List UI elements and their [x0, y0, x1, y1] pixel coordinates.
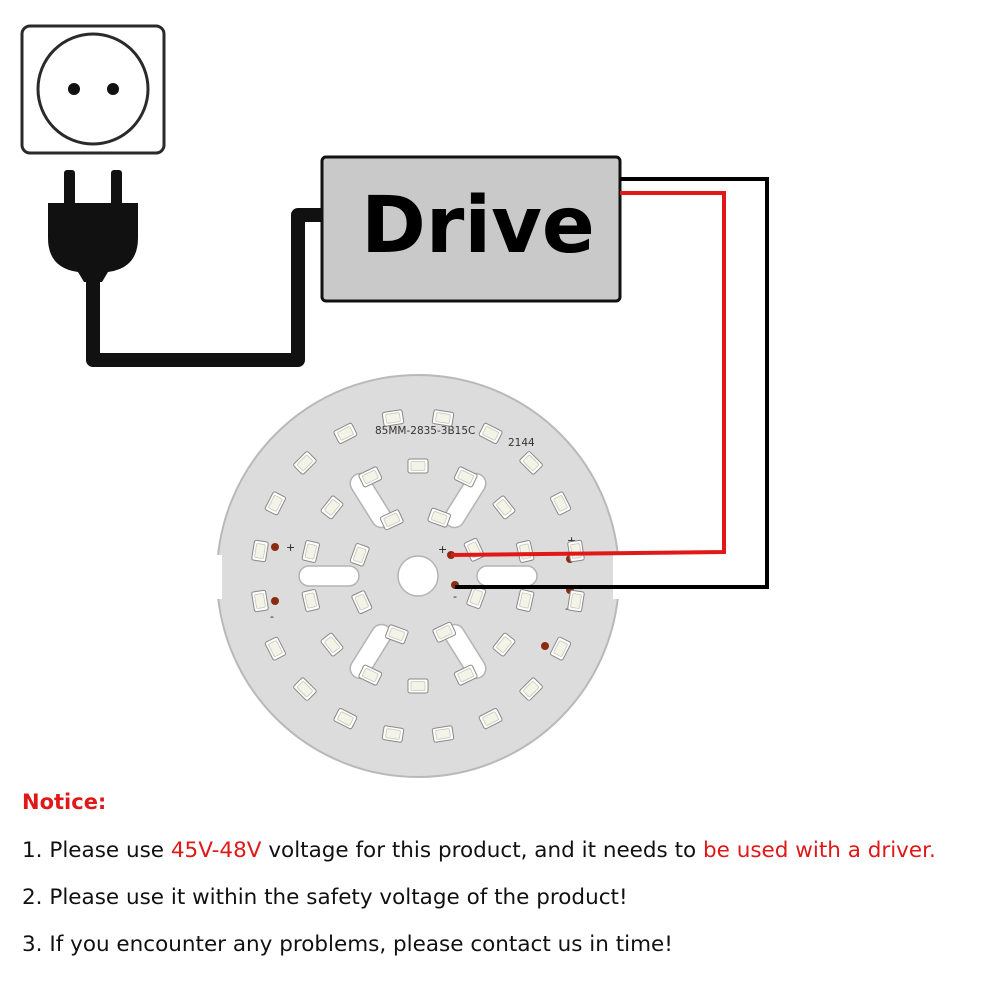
smd-led: [516, 589, 535, 612]
smd-led: [379, 509, 404, 531]
pcb-plus-mark: +: [438, 543, 447, 556]
pcb-model-code: 85MM-2835-3B15C: [375, 425, 475, 437]
power-plug-icon: [48, 170, 138, 282]
voltage-range: 45V-48V: [170, 838, 262, 863]
smd-led: [381, 409, 405, 427]
smd-led: [431, 409, 455, 427]
notice-section: Notice: 1. Please use 45V-48V voltage fo…: [22, 790, 992, 979]
notice-item-1-prefix: 1. Please use: [22, 838, 171, 863]
pcb-slot: [349, 623, 393, 680]
pcb-date-code: 2144: [508, 437, 535, 449]
smd-led: [478, 422, 503, 444]
pcb-slot: [298, 565, 360, 587]
wall-socket-icon: [20, 24, 166, 155]
smd-led: [453, 664, 478, 686]
smd-led: [519, 677, 543, 701]
smd-led: [301, 589, 320, 612]
smd-led: [358, 664, 383, 686]
smd-led: [333, 708, 358, 730]
smd-led: [492, 495, 516, 520]
solder-pad: [541, 642, 549, 650]
notice-item-2: 2. Please use it within the safety volta…: [22, 885, 628, 910]
solder-pad: [271, 597, 279, 605]
center-hole: [397, 555, 439, 597]
smd-led: [432, 621, 457, 643]
smd-led: [453, 466, 478, 488]
notice-item-1: 1. Please use 45V-48V voltage for this p…: [22, 838, 992, 863]
smd-led: [567, 539, 585, 563]
smd-led: [264, 636, 286, 661]
smd-led: [251, 589, 269, 613]
smd-led: [385, 624, 409, 645]
positive-wire: [450, 191, 726, 557]
smd-led: [358, 466, 383, 488]
pcb-minus-mark: -: [453, 590, 457, 603]
driver-requirement: be used with a driver.: [703, 838, 936, 863]
led-array: [251, 409, 585, 743]
negative-wire: [455, 177, 769, 589]
smd-led: [466, 585, 487, 609]
smd-led: [293, 677, 317, 701]
smd-led: [492, 632, 516, 657]
smd-led: [407, 458, 429, 474]
smd-led: [427, 507, 451, 528]
notice-item-3: 3. If you encounter any problems, please…: [22, 932, 673, 957]
led-pcb: 85MM-2835-3B15C 2144 + - + - + -: [212, 374, 623, 778]
solder-pad: [271, 543, 279, 551]
pcb-slot: [476, 565, 538, 587]
smd-led: [519, 451, 543, 475]
smd-led: [333, 422, 358, 444]
smd-led: [301, 540, 320, 563]
pcb-slot: [443, 472, 487, 529]
driver-label: Drive: [361, 181, 595, 271]
smd-led: [293, 451, 317, 475]
smd-led: [407, 678, 429, 694]
driver-box: Drive: [320, 155, 622, 303]
pcb-plus-mark: +: [286, 541, 295, 554]
notice-item-1-middle: voltage for this product, and it needs t…: [261, 838, 704, 863]
smd-led: [381, 725, 405, 743]
smd-led: [320, 632, 344, 657]
smd-led: [351, 590, 373, 615]
smd-led: [251, 539, 269, 563]
pcb-minus-mark: -: [270, 610, 274, 623]
notice-title: Notice:: [22, 790, 107, 814]
smd-led: [431, 725, 455, 743]
power-cable: [86, 208, 324, 367]
smd-led: [478, 708, 503, 730]
smd-led: [320, 495, 344, 520]
pcb-minus-mark: -: [565, 602, 569, 615]
wiring-diagram: Drive 85MM-2835-3B15C 2144 + - + - + -: [20, 24, 769, 778]
smd-led: [349, 543, 370, 567]
smd-led: [550, 491, 572, 516]
smd-led: [567, 589, 585, 613]
pcb-plus-mark: +: [567, 534, 576, 547]
smd-led: [550, 636, 572, 661]
smd-led: [264, 491, 286, 516]
